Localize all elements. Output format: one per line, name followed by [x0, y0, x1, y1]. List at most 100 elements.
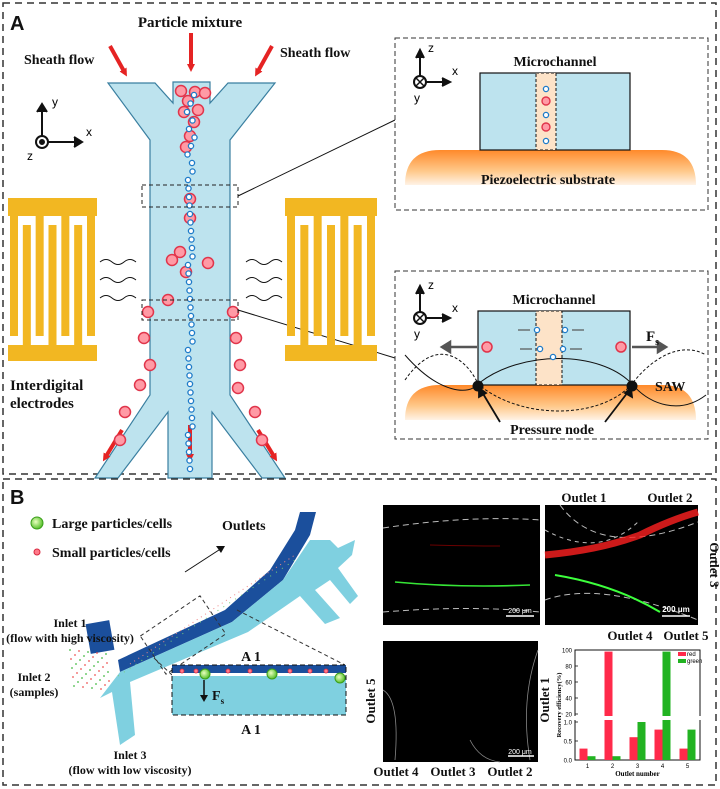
- outlet2-label: Outlet 2: [647, 490, 692, 505]
- idt-label-line1: Interdigital: [10, 378, 83, 394]
- small-particle: [188, 236, 195, 243]
- small-particle: [186, 202, 193, 209]
- bl-outlet2-label: Outlet 2: [487, 764, 532, 779]
- section-small-particle: [307, 668, 313, 674]
- zoom-line-top: [237, 119, 396, 197]
- small-particle: [188, 159, 196, 167]
- section-particles: [179, 668, 346, 684]
- bar-red-5: [679, 748, 688, 760]
- small-particle: [186, 287, 193, 294]
- section-small-particle: [247, 668, 253, 674]
- inlet1-label: Inlet 1: [54, 616, 87, 630]
- micrograph-bottom-left: [382, 641, 539, 763]
- x-tick-label: 4: [661, 764, 665, 770]
- small-particle: [185, 270, 192, 277]
- section-interface: [172, 673, 346, 676]
- legend-swatch-green: [678, 659, 686, 663]
- panel-b-border: [2, 478, 717, 786]
- spray-dot: [79, 659, 81, 661]
- idt-finger: [340, 216, 349, 336]
- particle-stream: [113, 84, 269, 473]
- idt-finger: [313, 216, 322, 336]
- small-particle: [185, 125, 193, 133]
- spray-dot: [86, 682, 88, 684]
- small-particle: [185, 440, 192, 447]
- inset-top-axis-y: y: [414, 91, 420, 105]
- small-particle: [185, 448, 193, 456]
- large-particle: [143, 358, 157, 372]
- small-particle: [189, 338, 196, 345]
- y-axis-label: Recovery efficiency(%): [556, 673, 563, 738]
- spray-dot: [94, 674, 96, 676]
- small-particle: [187, 397, 195, 405]
- y-tick-label: 0.0: [564, 759, 573, 765]
- section-label-top: A 1: [241, 650, 261, 665]
- large-particle: [133, 378, 147, 392]
- scale-bar-2: 200 μm: [662, 605, 690, 614]
- spray-dot: [76, 672, 78, 674]
- large-particle: [233, 358, 247, 372]
- y-tick-label: 100: [562, 649, 573, 655]
- spray-dot: [75, 663, 77, 665]
- axis-break-band: [576, 716, 699, 720]
- large-particle: [198, 86, 212, 100]
- idt-finger: [353, 225, 362, 345]
- force-label-b: Fs: [212, 689, 225, 706]
- inlet2-desc: (samples): [10, 685, 59, 699]
- small-particle: [184, 261, 192, 269]
- inset-bottom-particles: [481, 326, 627, 361]
- inlet1-desc: (flow with high viscosity): [6, 631, 134, 645]
- spray-dot: [90, 678, 92, 680]
- section-large-particle: [199, 668, 211, 680]
- sheath-flow-right-label: Sheath flow: [280, 46, 351, 61]
- small-particle: [191, 134, 198, 141]
- x-axis-label: Outlet number: [615, 770, 660, 778]
- large-particle: [173, 245, 187, 259]
- small-particle: [183, 108, 191, 116]
- inset-top-substrate: [405, 150, 696, 185]
- section-small-particle: [179, 668, 185, 674]
- spray-dot: [77, 681, 79, 683]
- inlet3-desc: (flow with low viscosity): [69, 763, 192, 777]
- scale-bar-3: 200 μm: [508, 749, 532, 756]
- section-large-particle: [266, 668, 278, 680]
- inset-bottom-substrate: [405, 385, 696, 420]
- separation-device: [69, 512, 358, 745]
- large-particle: [141, 305, 155, 319]
- sheath-flow-left-label: Sheath flow: [24, 53, 95, 68]
- bar-red-1: [579, 748, 588, 760]
- inset-bottom-microchannel: Microchannel: [513, 293, 596, 308]
- plot-outlet1-label: Outlet 1: [537, 677, 552, 722]
- idt-finger: [287, 216, 295, 336]
- inset-bottom-axes: [413, 283, 453, 325]
- y-tick-label: 0.5: [564, 740, 573, 746]
- idt-finger: [87, 216, 95, 336]
- spray-dot: [87, 651, 89, 653]
- spray-dot: [98, 670, 100, 672]
- small-particle: [189, 117, 196, 124]
- x-tick-label: 1: [586, 764, 590, 770]
- acoustic-waves: [99, 259, 283, 301]
- spray-dot: [85, 673, 87, 675]
- inset-top-axes: [413, 47, 453, 89]
- legend-swatch-red: [678, 652, 686, 656]
- axis-z-main: z: [27, 149, 33, 163]
- small-particle: [187, 100, 194, 107]
- large-particle: [137, 331, 151, 345]
- section-large-particle: [334, 672, 346, 684]
- y-tick-label: 80: [565, 665, 572, 671]
- y-tick-label: 1.0: [564, 721, 573, 727]
- idt-finger: [300, 225, 309, 345]
- inset-top-particles: [541, 85, 551, 145]
- bar-red-2: [604, 651, 613, 760]
- axis-x-main: x: [86, 125, 92, 139]
- inset-bottom-axis-x: x: [452, 301, 458, 315]
- idt-finger: [327, 225, 335, 345]
- idt-finger: [367, 216, 375, 336]
- section-high-viscosity: [172, 665, 346, 673]
- bar-red-3: [629, 737, 638, 760]
- particle-mixture-label: Particle mixture: [138, 15, 243, 31]
- idt-finger: [48, 225, 57, 345]
